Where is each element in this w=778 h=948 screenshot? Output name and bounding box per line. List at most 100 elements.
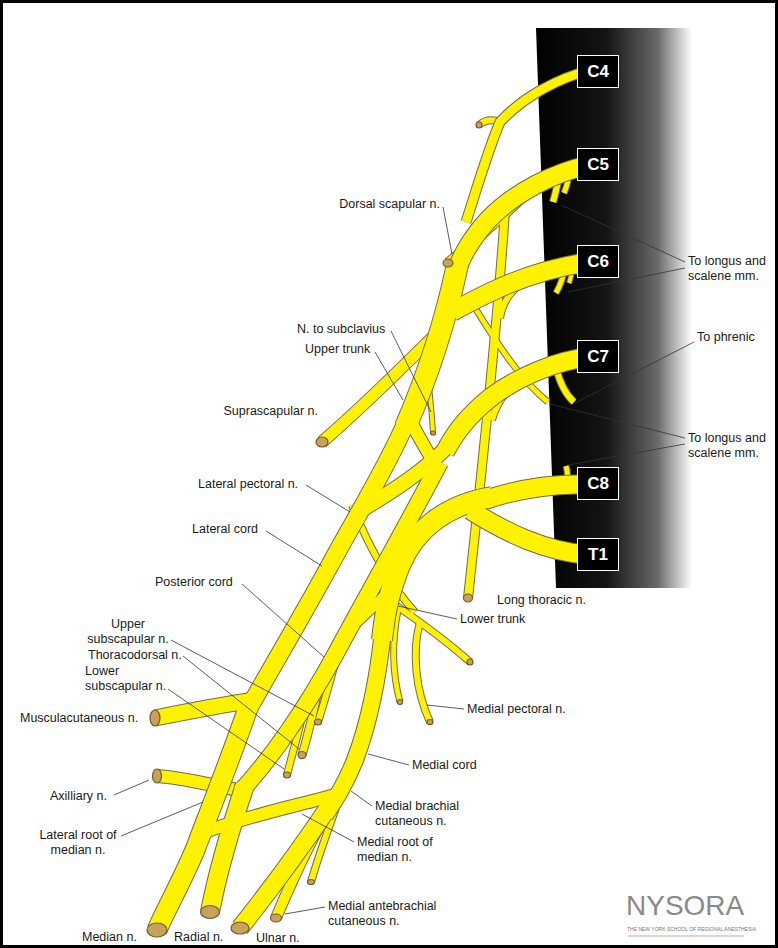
nerve-end: [284, 772, 291, 778]
nerve-end: [150, 710, 160, 726]
cord-label: Posterior cord: [155, 575, 233, 590]
nerve-label: Lateral pectoral n.: [198, 477, 298, 492]
nerve-end: [427, 720, 433, 725]
nerve-end: [147, 923, 167, 937]
leader-line: [351, 791, 372, 806]
nerve-label: Lower subscapular n.: [85, 664, 177, 694]
root-box: T1: [577, 538, 619, 571]
nerve-label: Dorsal scapular n.: [339, 197, 440, 212]
nerve-end: [464, 594, 473, 602]
leader-line: [302, 814, 354, 842]
leader-line: [427, 705, 464, 709]
leader-line: [114, 780, 149, 795]
nerve: [405, 262, 458, 428]
nerve-outline: [155, 70, 590, 930]
trunk-label: Upper trunk: [305, 342, 370, 357]
root-label: C4: [587, 62, 609, 82]
logo-tagline: THE NEW YORK SCHOOL OF REGIONAL ANESTHES…: [627, 926, 756, 932]
nerve-end: [398, 700, 403, 705]
logo-rule: [628, 936, 744, 937]
nerve: [416, 622, 430, 722]
nerve: [470, 510, 590, 555]
root-label: C5: [587, 155, 609, 175]
nerve-end: [153, 769, 162, 783]
leader-line: [443, 207, 452, 254]
nerve-label: Medial pectoral n.: [467, 702, 566, 717]
nerve: [240, 805, 330, 928]
root-label: C7: [587, 347, 609, 367]
nerve: [210, 785, 245, 912]
nerve: [416, 622, 430, 722]
leader-line: [568, 444, 685, 465]
leader-line: [285, 907, 325, 914]
nerve: [157, 708, 248, 930]
nerve-label: Medial antebrachial cutaneous n.: [328, 899, 443, 929]
nerve-end: [431, 431, 436, 435]
nerve-fill: [155, 70, 590, 930]
trunk-label: Lower trunk: [460, 612, 525, 627]
nerve-ends: [147, 122, 482, 937]
nerve-end: [298, 752, 306, 759]
root-box: C6: [577, 245, 619, 278]
leader-line: [398, 606, 457, 619]
nerve: [485, 485, 590, 500]
nerve: [240, 462, 440, 792]
nerve-label: Ulnar n.: [256, 931, 300, 946]
nerve-label: Medial brachial cutaneous n.: [375, 799, 475, 829]
nerve-end: [316, 437, 328, 447]
nerve: [445, 357, 590, 452]
nerve-label: Lateral root of median n.: [33, 828, 123, 858]
leader-lines: [114, 205, 694, 914]
nerve-end: [467, 659, 473, 665]
logo-text: NYSORA: [626, 890, 744, 922]
cord-label: Medial cord: [412, 758, 477, 773]
branch-label: To phrenic: [697, 330, 755, 345]
root-label: T1: [588, 545, 608, 565]
nerve: [388, 600, 470, 662]
cord-label: Lateral cord: [192, 522, 258, 537]
nerve-label: Suprascapular n.: [223, 404, 318, 419]
nerve-end: [443, 259, 453, 267]
leader-line: [266, 531, 322, 566]
nerve: [452, 262, 590, 312]
leader-line: [368, 754, 409, 765]
root-box: C8: [577, 467, 619, 500]
root-box: C5: [577, 148, 619, 181]
nerve-end: [231, 922, 249, 934]
nerve-label: Musculacutaneous n.: [20, 711, 138, 726]
nerve-end: [271, 914, 282, 922]
leader-line: [550, 404, 685, 438]
leader-line: [375, 352, 403, 400]
branch-label: To longus and scalene mm.: [688, 254, 774, 284]
nerve-end: [201, 906, 220, 919]
root-label: C8: [587, 474, 609, 494]
nerve: [470, 510, 590, 555]
nerve-label: Radial n.: [174, 930, 223, 945]
nerve-end: [308, 880, 315, 885]
nerve-label: Median n.: [82, 930, 137, 945]
nerve-label: Thoracodorsal n.: [88, 648, 182, 663]
leader-line: [168, 689, 284, 769]
root-label: C6: [587, 252, 609, 272]
root-box: C4: [577, 55, 619, 88]
leader-line: [183, 656, 299, 749]
nerve-label: N. to subclavius: [297, 322, 385, 337]
nerve: [348, 585, 396, 630]
nerve: [240, 805, 330, 928]
nerve-end: [476, 122, 482, 128]
nerve: [325, 630, 383, 815]
nerve: [445, 357, 590, 452]
nerve: [157, 708, 248, 930]
nerve-label: Medial root of median n.: [357, 835, 445, 865]
nerve-label: Long thoracic n.: [497, 593, 586, 608]
root-box: C7: [577, 340, 619, 373]
nerve: [388, 600, 470, 662]
leader-line: [306, 485, 350, 512]
nerve: [240, 462, 440, 792]
leader-line: [171, 640, 314, 716]
leader-line: [391, 331, 431, 412]
nerve-label: Upper subscapular n.: [82, 617, 174, 647]
branch-label: To longus and scalene mm.: [688, 431, 774, 461]
